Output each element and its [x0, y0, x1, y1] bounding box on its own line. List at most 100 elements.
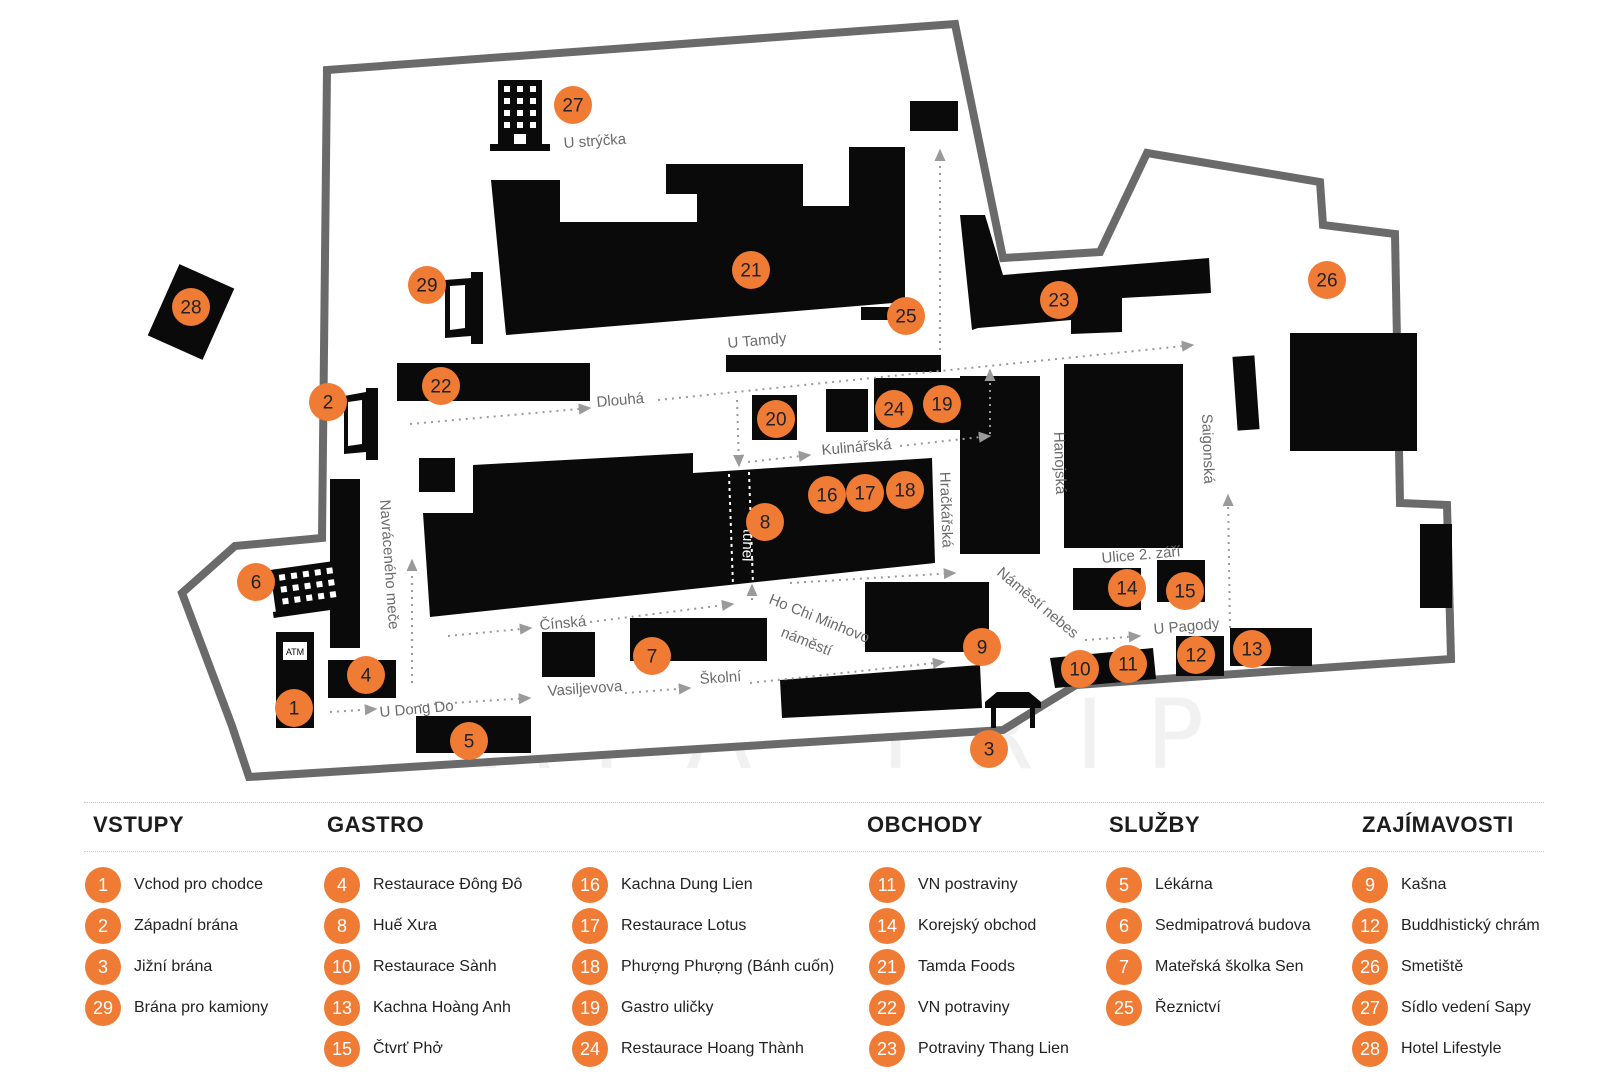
street-tunel: tunel	[738, 529, 756, 562]
marker-13[interactable]: 13	[1233, 630, 1271, 668]
legend-badge: 17	[572, 908, 608, 944]
marker-25[interactable]: 25	[887, 297, 925, 335]
legend-badge: 29	[85, 990, 121, 1026]
legend-badge: 25	[1106, 990, 1142, 1026]
marker-27[interactable]: 27	[554, 86, 592, 124]
marker-1[interactable]: 1	[275, 689, 313, 727]
svg-text:11: 11	[1118, 655, 1138, 676]
street-skolni: Školní	[699, 668, 743, 688]
marker-28[interactable]: 28	[172, 288, 210, 326]
marker-2[interactable]: 2	[309, 383, 347, 421]
legend-label: Gastro uličky	[621, 999, 714, 1016]
marker-24[interactable]: 24	[875, 390, 913, 428]
arrow-icon	[899, 431, 992, 447]
marker-3[interactable]: 3	[970, 730, 1008, 768]
market-map: SAPA TRIP ATM	[147, 19, 1456, 791]
legend-badge: 21	[869, 949, 905, 985]
street-cinska: Čínská	[539, 613, 588, 634]
legend-badge: 14	[869, 908, 905, 944]
legend-badge: 27	[1352, 990, 1388, 1026]
marker-19[interactable]: 19	[923, 385, 961, 423]
building-n-small	[910, 101, 958, 131]
category-vstupy: VSTUPY	[93, 812, 185, 837]
marker-5[interactable]: 5	[450, 722, 488, 760]
marker-22[interactable]: 22	[422, 367, 460, 405]
svg-text:7: 7	[647, 647, 658, 668]
marker-7[interactable]: 7	[633, 637, 671, 675]
legend-label: Restaurace Lotus	[621, 917, 747, 934]
legend-item[interactable]: 17 Restaurace Lotus	[572, 908, 747, 944]
legend-badge: 9	[1352, 867, 1388, 903]
marker-15[interactable]: 15	[1166, 572, 1204, 610]
marker-12[interactable]: 12	[1177, 636, 1215, 674]
marker-18[interactable]: 18	[886, 471, 924, 509]
building-main	[423, 453, 935, 617]
arrow-icon	[329, 704, 378, 716]
building-e-strip	[1232, 355, 1260, 431]
svg-text:18: 18	[894, 481, 915, 502]
marker-9[interactable]: 9	[963, 628, 1001, 666]
legend-label: Restaurace Đông Đô	[373, 876, 523, 893]
marker-11[interactable]: 11	[1109, 645, 1147, 683]
legend-label: Vchod pro chodce	[134, 876, 263, 893]
legend-label: Západní brána	[134, 917, 239, 934]
marker-26[interactable]: 26	[1308, 261, 1346, 299]
svg-text:2: 2	[323, 393, 334, 414]
marker-4[interactable]: 4	[347, 656, 385, 694]
category-sluzby: SLUŽBY	[1109, 812, 1200, 837]
marker-17[interactable]: 17	[846, 474, 884, 512]
legend-badge: 4	[324, 867, 360, 903]
svg-text:27: 27	[562, 96, 583, 117]
marker-21[interactable]: 21	[732, 251, 770, 289]
legend-badge: 3	[85, 949, 121, 985]
marker-20[interactable]: 20	[757, 400, 795, 438]
arrow-icon	[419, 693, 532, 706]
street-u-stryka: U strýčka	[563, 131, 627, 152]
marker-23[interactable]: 23	[1040, 281, 1078, 319]
legend-label: Hotel Lifestyle	[1401, 1040, 1502, 1057]
legend-label: Kachna Hoàng Anh	[373, 999, 511, 1016]
marker-16[interactable]: 16	[808, 476, 846, 514]
legend-item[interactable]: 21 Tamda Foods	[869, 949, 1015, 985]
legend-item[interactable]: 2 Západní brána	[85, 908, 239, 944]
legend-label: Phượng Phượng (Bánh cuốn)	[621, 958, 835, 975]
marker-6[interactable]: 6	[237, 563, 275, 601]
legend-label: Čtvrť Phở	[373, 1040, 443, 1057]
marker-10[interactable]: 10	[1061, 650, 1099, 688]
marker-8[interactable]: 8	[746, 503, 784, 541]
svg-text:16: 16	[816, 486, 837, 507]
legend-item[interactable]: 4 Restaurace Đông Đô	[324, 867, 523, 903]
legend-label: Tamda Foods	[918, 958, 1015, 975]
legend-badge: 28	[1352, 1031, 1388, 1067]
street-kulinarska: Kulinářská	[821, 436, 893, 459]
marker-14[interactable]: 14	[1108, 569, 1146, 607]
marker-29[interactable]: 29	[408, 266, 446, 304]
legend-label: Kachna Dung Lien	[621, 876, 753, 893]
street-ulice-2-zari: Ulice 2. září	[1101, 543, 1182, 567]
legend-item[interactable]: 28 Hotel Lifestyle	[1352, 1031, 1502, 1067]
legend-badge: 2	[85, 908, 121, 944]
